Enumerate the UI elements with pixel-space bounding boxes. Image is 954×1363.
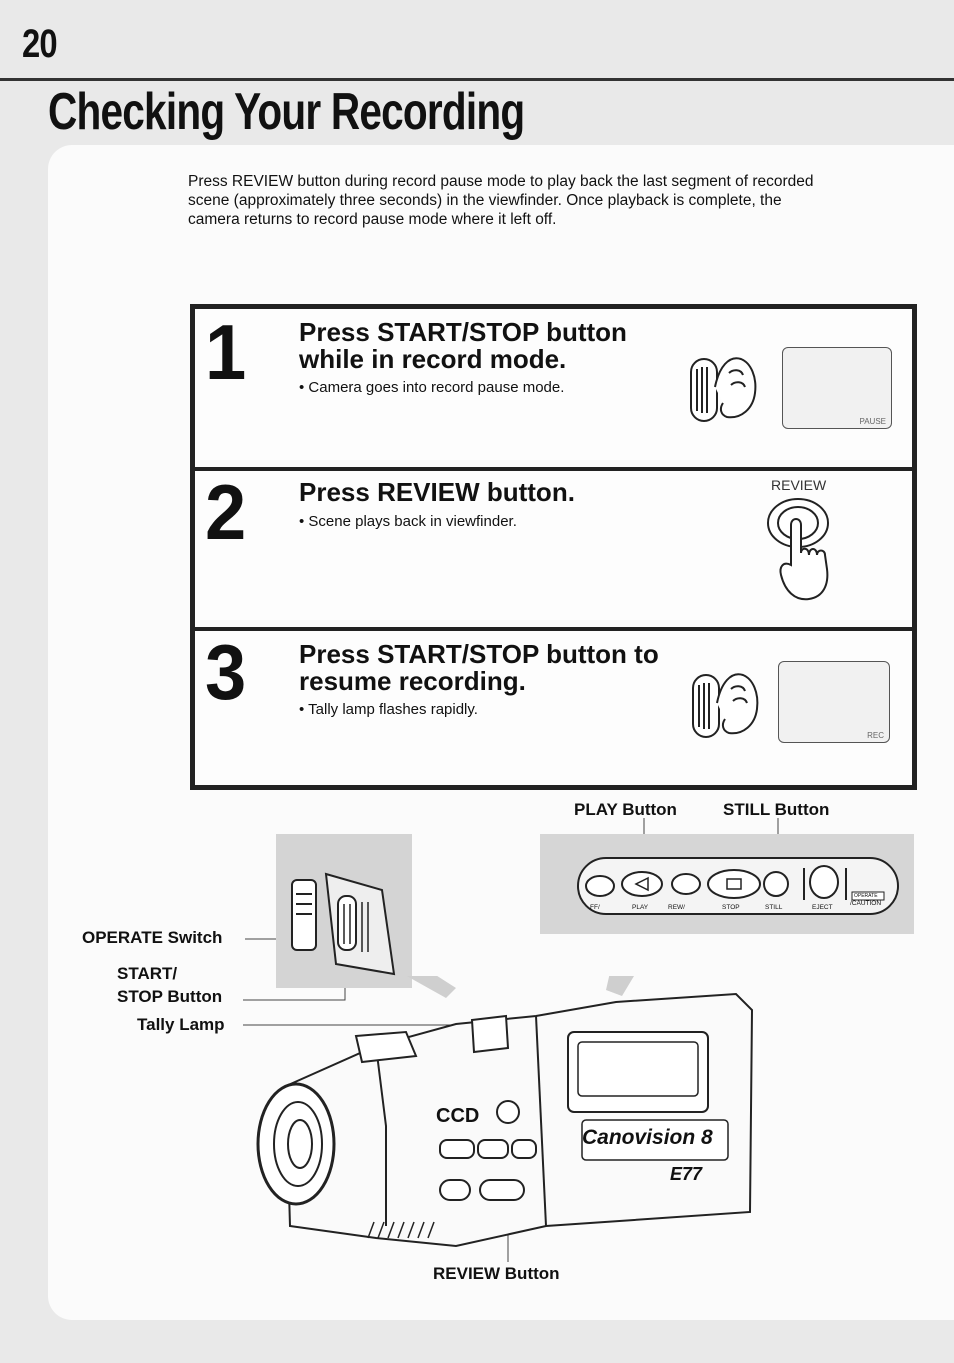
panel-label-rew: REW/ xyxy=(668,904,685,911)
finger-press-review-icon xyxy=(767,498,829,601)
brand-text: Canovision 8 xyxy=(582,1126,713,1149)
page-title: Checking Your Recording xyxy=(48,83,525,141)
intro-paragraph: Press REVIEW button during record pause … xyxy=(188,173,814,228)
start-stop-label-line1: START/ xyxy=(117,964,178,983)
header-rule xyxy=(0,78,954,81)
panel-label-ff: FF/ xyxy=(590,904,600,911)
control-panel-drawing xyxy=(577,857,899,915)
camcorder-illustration: Canovision 8 E77 CCD xyxy=(256,976,754,1248)
viewfinder-screen: REC xyxy=(778,661,890,743)
step-bullet: • Scene plays back in viewfinder. xyxy=(299,513,517,530)
hand-press-switch-icon xyxy=(690,357,757,422)
review-label: REVIEW xyxy=(771,477,827,493)
panel-label-operate: OPERATE xyxy=(854,893,878,899)
control-panel-inset: FF/ PLAY REW/ STOP STILL EJECT /CAUTION … xyxy=(540,834,914,934)
model-text: E77 xyxy=(670,1164,703,1184)
step-title: Press START/STOP button while in record … xyxy=(299,317,627,374)
panel-label-eject: EJECT xyxy=(812,904,833,911)
ccd-text: CCD xyxy=(436,1105,479,1127)
still-button-label: STILL Button xyxy=(723,800,830,819)
step-number: 2 xyxy=(205,468,247,556)
hand-press-switch-icon xyxy=(692,673,759,738)
viewfinder-screen: PAUSE xyxy=(782,347,892,429)
play-button-label: PLAY Button xyxy=(574,800,677,819)
step-1: 1 Press START/STOP button while in recor… xyxy=(195,308,912,471)
panel-label-play: PLAY xyxy=(632,904,649,911)
review-button-label: REVIEW Button xyxy=(433,1264,560,1283)
tally-lamp-label: Tally Lamp xyxy=(137,1015,225,1034)
step-3: 3 Press START/STOP button to resume reco… xyxy=(195,628,912,785)
operate-switch-label: OPERATE Switch xyxy=(82,928,223,947)
step-bullet: • Tally lamp flashes rapidly. xyxy=(299,701,478,718)
step-bullet: • Camera goes into record pause mode. xyxy=(299,379,565,396)
step-number: 3 xyxy=(205,628,247,716)
step-title: Press START/STOP button to resume record… xyxy=(299,639,659,696)
screen-label: PAUSE xyxy=(859,417,886,426)
operate-switch-inset xyxy=(276,834,412,988)
panel-label-caution: /CAUTION xyxy=(850,900,882,907)
step-title: Press REVIEW button. xyxy=(299,477,575,507)
steps-box: 1 Press START/STOP button while in recor… xyxy=(190,304,917,790)
panel-label-still: STILL xyxy=(765,904,783,911)
step-number: 1 xyxy=(205,308,247,396)
page-number: 20 xyxy=(22,22,58,66)
start-stop-label-line2: STOP Button xyxy=(117,987,223,1006)
step-2: 2 Press REVIEW button. • Scene plays bac… xyxy=(195,468,912,631)
panel-label-stop: STOP xyxy=(722,904,740,911)
screen-label: REC xyxy=(867,731,884,740)
